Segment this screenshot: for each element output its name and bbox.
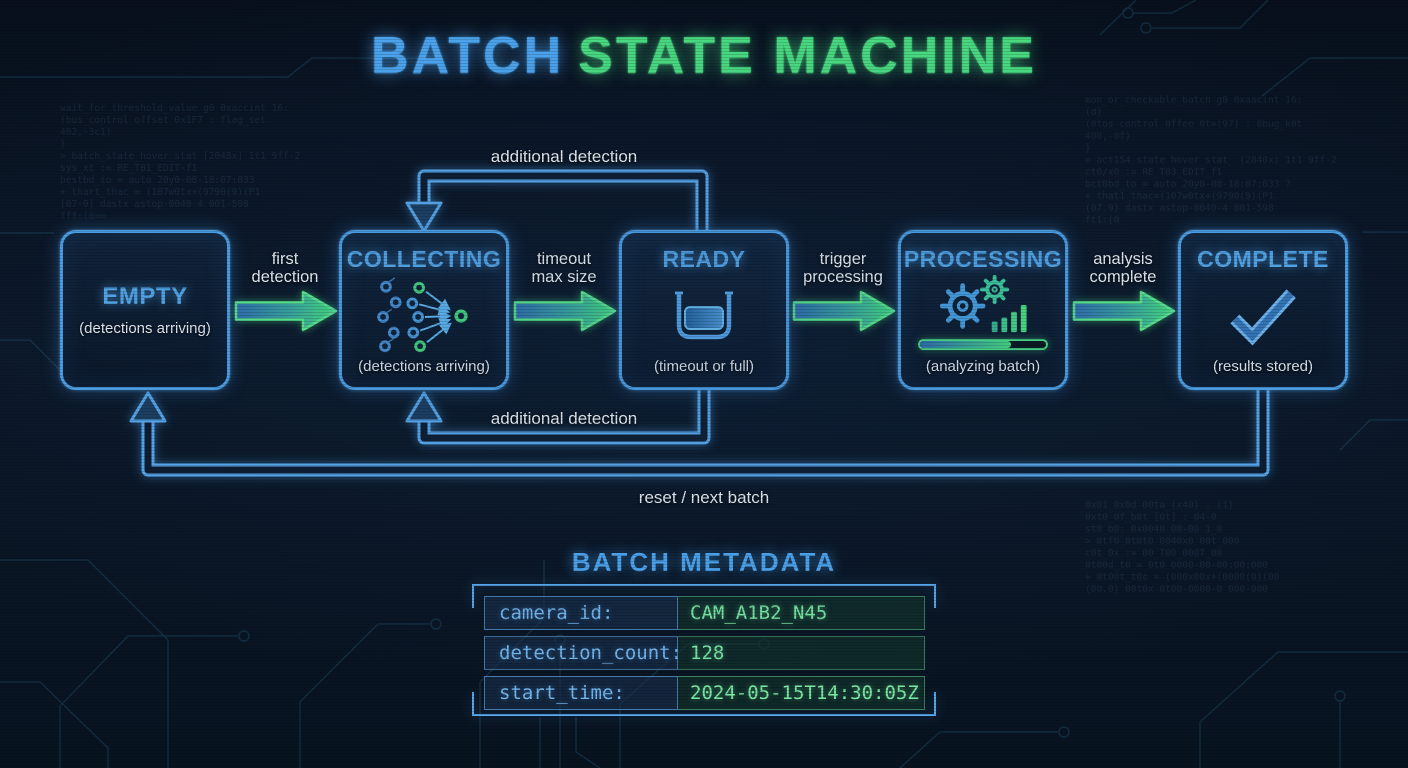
state-title: PROCESSING xyxy=(903,246,1063,272)
metadata-value: 128 xyxy=(678,636,925,670)
transition-label-trigger-processing: trigger processing xyxy=(803,250,883,286)
state-subtitle: (timeout or full) xyxy=(653,358,755,375)
metadata-key: start_time: xyxy=(484,676,678,710)
page-title-part-green: STATE MACHINE xyxy=(578,27,1037,85)
metadata-row-start-time: start_time: 2024-05-15T14:30:05Z xyxy=(484,676,925,710)
loop-label-reset-next-batch: reset / next batch xyxy=(638,488,770,507)
checkmark-icon xyxy=(1181,273,1345,358)
state-box-empty: EMPTY (detections arriving) xyxy=(60,230,230,390)
detections-converge-icon xyxy=(342,273,506,358)
progress-bar xyxy=(918,339,1048,350)
metadata-value: 2024-05-15T14:30:05Z xyxy=(678,676,925,710)
gears-analytics-icon xyxy=(901,275,1065,337)
transition-label-first-detection: first detection xyxy=(251,250,319,286)
metadata-heading: BATCH METADATA xyxy=(571,547,837,577)
filled-batch-container-icon xyxy=(622,273,786,358)
loop-label-additional-detection-bottom: additional detection xyxy=(490,409,638,428)
metadata-key: detection_count: xyxy=(484,636,682,670)
state-title: COLLECTING xyxy=(346,246,502,272)
transition-label-analysis-complete: analysis complete xyxy=(1089,250,1157,286)
arrow-right-icon xyxy=(792,290,896,332)
state-subtitle: (results stored) xyxy=(1212,358,1314,375)
metadata-row-camera-id: camera_id: CAM_A1B2_N45 xyxy=(484,596,925,630)
page-title-part-blue: BATCH xyxy=(371,27,565,85)
state-box-collecting: COLLECTING xyxy=(339,230,509,390)
metadata-key: camera_id: xyxy=(484,596,678,630)
arrow-right-icon xyxy=(513,290,617,332)
loop-label-additional-detection-top: additional detection xyxy=(490,147,638,166)
state-subtitle: (detections arriving) xyxy=(358,358,490,375)
arrow-right-icon xyxy=(234,290,338,332)
metadata-value: CAM_A1B2_N45 xyxy=(678,596,925,630)
transition-label-timeout-max-size: timeout max size xyxy=(531,250,597,286)
state-subtitle: (detections arriving) xyxy=(79,320,211,337)
metadata-row-detection-count: detection_count: 128 xyxy=(484,636,925,670)
state-box-ready: READY (timeout or full) xyxy=(619,230,789,390)
state-box-processing: PROCESSING xyxy=(898,230,1068,390)
state-title: EMPTY xyxy=(102,283,188,310)
arrowhead-up-icon xyxy=(129,391,167,423)
state-title: COMPLETE xyxy=(1197,246,1329,272)
state-title: READY xyxy=(662,246,746,272)
state-box-complete: COMPLETE (results stored) xyxy=(1178,230,1348,390)
arrowhead-down-icon xyxy=(405,201,443,233)
state-subtitle: (analyzing batch) xyxy=(925,358,1041,375)
arrow-right-icon xyxy=(1072,290,1176,332)
progress-bar-fill xyxy=(920,341,1011,348)
